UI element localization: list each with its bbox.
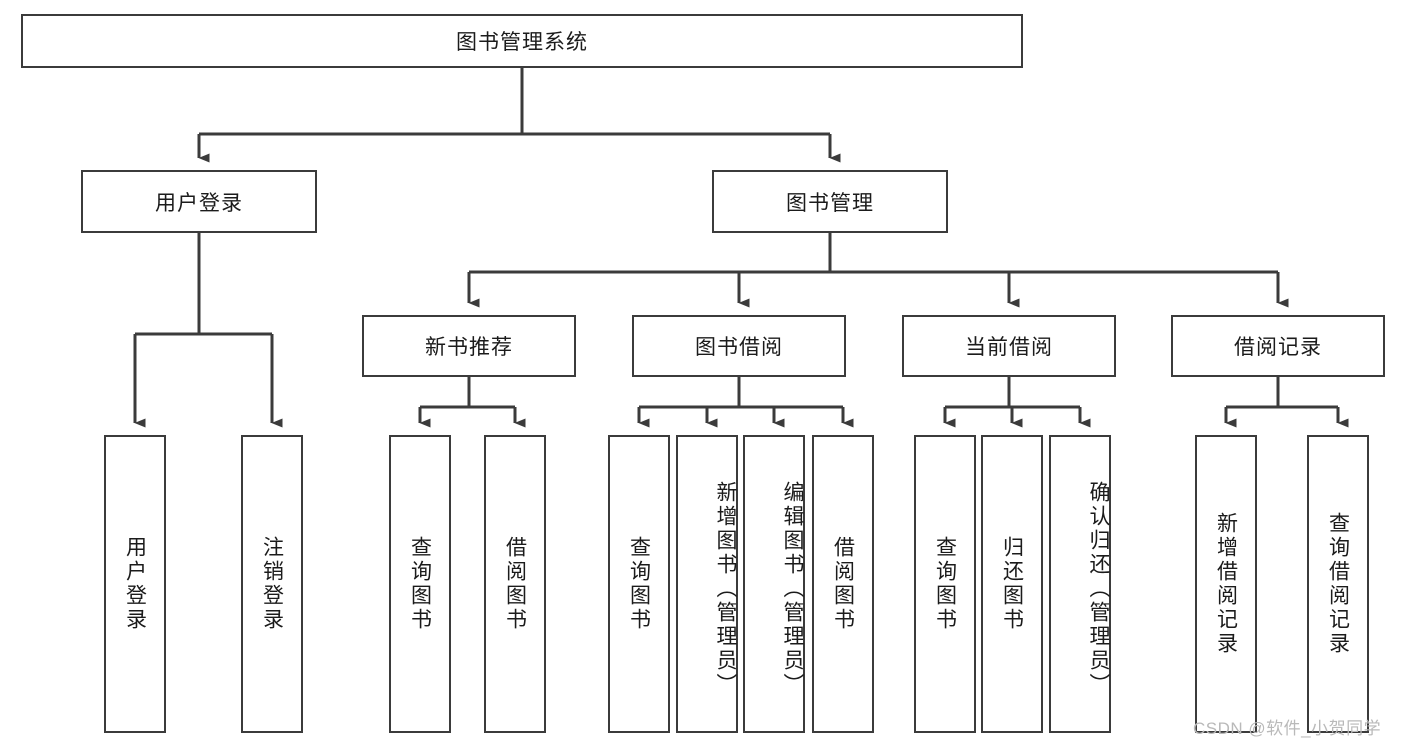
- leaf-user-login-logout[interactable]: 注销登录: [241, 435, 303, 733]
- leaf-book-borrow-add-book-admin[interactable]: 新增图书（管理员）: [676, 435, 738, 733]
- leaf-borrow-record-add-record[interactable]: 新增借阅记录: [1195, 435, 1257, 733]
- leaf-book-borrow-query-books[interactable]: 查询图书: [608, 435, 670, 733]
- node-book-management[interactable]: 图书管理: [712, 170, 948, 233]
- node-book-borrow[interactable]: 图书借阅: [632, 315, 846, 377]
- node-user-login[interactable]: 用户登录: [81, 170, 317, 233]
- leaf-current-borrow-confirm-return-admin[interactable]: 确认归还（管理员）: [1049, 435, 1111, 733]
- leaf-current-borrow-return-books[interactable]: 归还图书: [981, 435, 1043, 733]
- node-new-book-recommendation[interactable]: 新书推荐: [362, 315, 576, 377]
- leaf-current-borrow-query-books[interactable]: 查询图书: [914, 435, 976, 733]
- leaf-book-borrow-borrow-books[interactable]: 借阅图书: [812, 435, 874, 733]
- node-borrow-record[interactable]: 借阅记录: [1171, 315, 1385, 377]
- node-current-borrow[interactable]: 当前借阅: [902, 315, 1116, 377]
- leaf-new-book-query-books[interactable]: 查询图书: [389, 435, 451, 733]
- leaf-book-borrow-edit-book-admin[interactable]: 编辑图书（管理员）: [743, 435, 805, 733]
- leaf-new-book-borrow-books[interactable]: 借阅图书: [484, 435, 546, 733]
- watermark-text: CSDN @软件_小贺同学: [1193, 719, 1382, 738]
- node-root-book-management-system[interactable]: 图书管理系统: [21, 14, 1023, 68]
- leaf-borrow-record-query-record[interactable]: 查询借阅记录: [1307, 435, 1369, 733]
- leaf-user-login-login[interactable]: 用户登录: [104, 435, 166, 733]
